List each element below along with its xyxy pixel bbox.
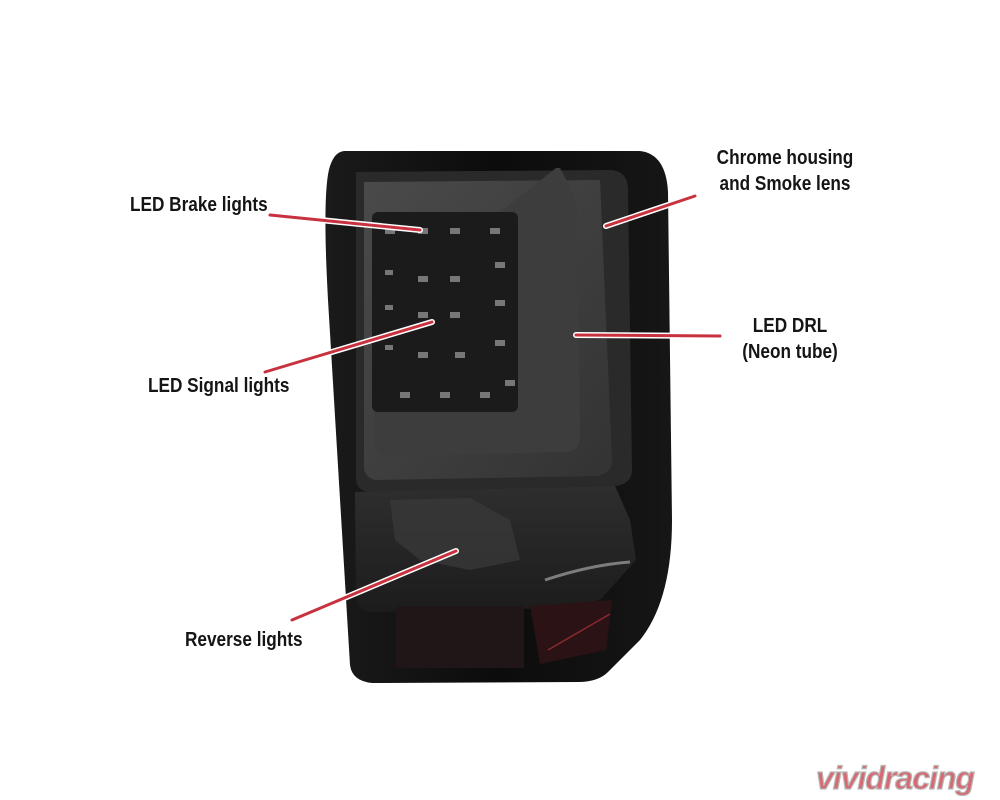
callout-line-drl: [573, 332, 723, 339]
label-chrome-housing: Chrome housing and Smoke lens: [708, 145, 863, 197]
callout-line-brake: [267, 212, 423, 233]
label-reverse-lights: Reverse lights: [185, 629, 303, 651]
tail-light-housing: [325, 151, 672, 683]
label-led-brake-lights: LED Brake lights: [130, 194, 268, 216]
label-drl-line1: LED DRL: [752, 315, 828, 337]
callout-line-reverse: [289, 548, 459, 623]
reverse-cell-left: [396, 606, 524, 668]
label-led-signal-lights: LED Signal lights: [148, 375, 290, 397]
label-drl-line2: (Neon tube): [742, 341, 838, 363]
svg-text:vividracing: vividracing: [816, 760, 974, 796]
label-chrome-line1: Chrome housing: [716, 147, 854, 169]
vividracing-logo: vividracing: [815, 760, 976, 796]
callout-lines: [262, 193, 723, 623]
label-chrome-line2: and Smoke lens: [719, 173, 851, 195]
led-array: [372, 212, 518, 412]
led-dots: [385, 228, 515, 398]
label-led-drl: LED DRL (Neon tube): [721, 313, 859, 365]
callout-line-signal: [262, 319, 435, 375]
callout-line-chrome: [603, 193, 698, 229]
